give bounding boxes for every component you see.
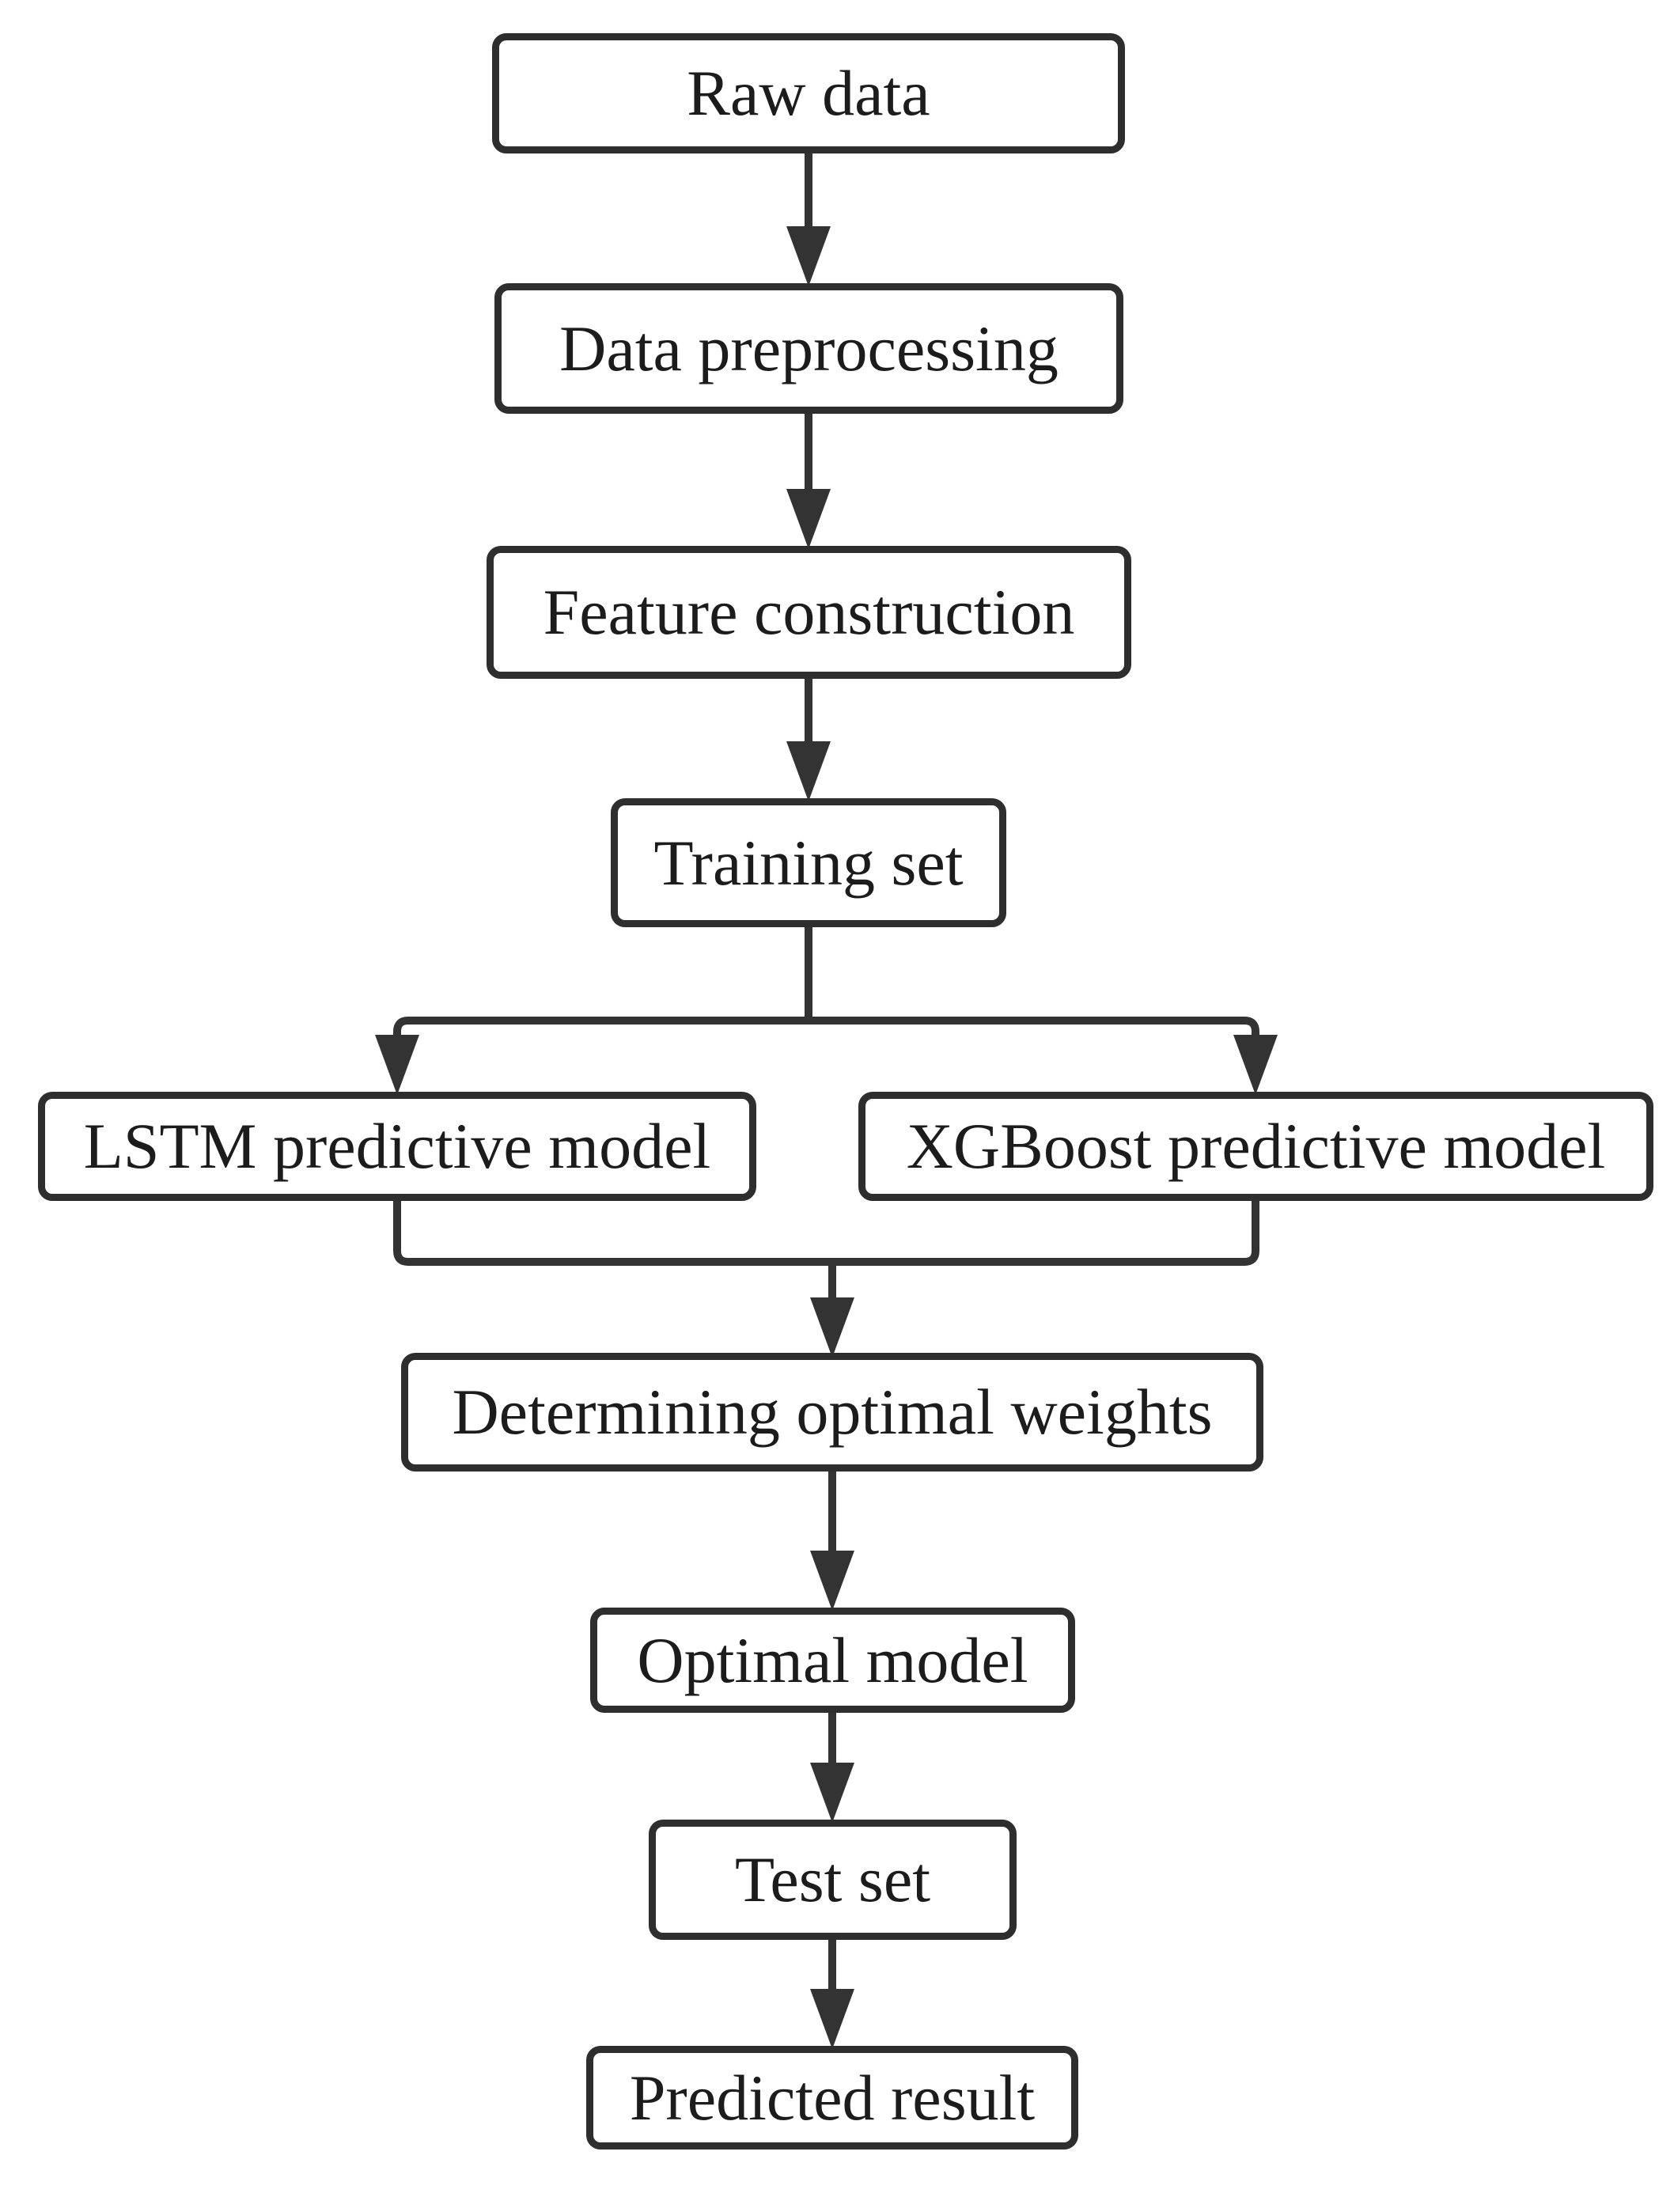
node-test-set-label: Test set <box>734 1843 931 1915</box>
node-lstm-model: LSTM predictive model <box>38 1092 756 1201</box>
node-xgboost-model-label: XGBoost predictive model <box>906 1110 1606 1182</box>
edge-feature-trainingset-arrowhead <box>786 741 831 801</box>
node-predicted-result: Predicted result <box>586 2046 1078 2150</box>
node-training-set-label: Training set <box>653 826 964 899</box>
edge-trainingset-split-rail <box>393 1017 1259 1038</box>
node-raw-data: Raw data <box>492 33 1125 153</box>
edge-split-xgboost-arrowhead <box>1233 1035 1278 1095</box>
node-xgboost-model: XGBoost predictive model <box>858 1092 1653 1201</box>
edge-testset-predicted-arrowhead <box>810 1989 854 2049</box>
node-training-set: Training set <box>611 798 1006 927</box>
edge-models-merge-rail <box>393 1201 1259 1266</box>
edge-determining-optimal-arrowhead <box>810 1551 854 1611</box>
edge-split-lstm-arrowhead <box>375 1035 419 1095</box>
node-test-set: Test set <box>649 1820 1017 1940</box>
edge-preprocessing-feature-arrowhead <box>786 489 831 549</box>
node-predicted-result-label: Predicted result <box>629 2061 1036 2134</box>
edge-optimal-testset-arrowhead <box>810 1763 854 1823</box>
edge-merge-determining-arrowhead <box>810 1297 854 1358</box>
node-determining-weights-label: Determining optimal weights <box>452 1376 1213 1448</box>
node-data-preprocessing: Data preprocessing <box>494 283 1123 414</box>
node-optimal-model: Optimal model <box>590 1608 1075 1713</box>
node-raw-data-label: Raw data <box>687 57 930 129</box>
edge-rawdata-preprocessing-arrowhead <box>786 226 831 286</box>
node-feature-construction: Feature construction <box>487 546 1131 679</box>
node-feature-construction-label: Feature construction <box>543 576 1075 648</box>
node-data-preprocessing-label: Data preprocessing <box>559 312 1059 384</box>
node-optimal-model-label: Optimal model <box>637 1623 1028 1696</box>
node-lstm-model-label: LSTM predictive model <box>83 1110 711 1182</box>
node-determining-weights: Determining optimal weights <box>401 1353 1263 1472</box>
